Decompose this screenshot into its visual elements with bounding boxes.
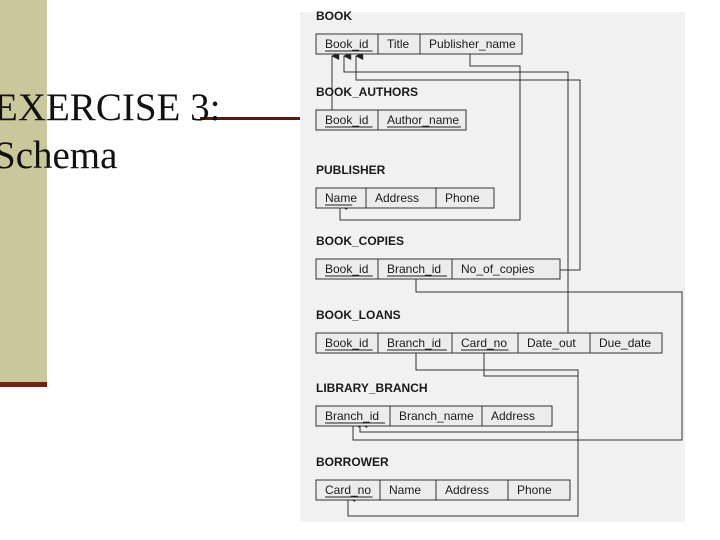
- slide-title-line-2: Schema: [0, 134, 118, 177]
- attribute-branch-id: Branch_id: [387, 336, 441, 350]
- relation-borrower: BORROWER Card_no Name Address Phone: [315, 455, 571, 501]
- attribute-cell: [507, 479, 571, 501]
- attribute-phone: Phone: [517, 483, 552, 497]
- attribute-author-name: Author_name: [387, 113, 459, 127]
- attribute-title: Title: [387, 37, 410, 51]
- relation-book: BOOK Book_id Title Publisher_name: [315, 9, 523, 55]
- attribute-cell: [589, 332, 663, 354]
- attribute-due-date: Due_date: [599, 336, 651, 350]
- title-rule: [200, 117, 300, 120]
- attribute-book-id: Book_id: [325, 37, 368, 51]
- attribute-address: Address: [445, 483, 489, 497]
- attribute-address: Address: [491, 409, 535, 423]
- sidebar-rule: [0, 382, 47, 387]
- attribute-cell: [377, 109, 467, 131]
- attribute-branch-name: Branch_name: [399, 409, 474, 423]
- attribute-no-of-copies: No_of_copies: [461, 262, 534, 276]
- sidebar-accent: [0, 0, 47, 386]
- attribute-name: Name: [389, 483, 421, 497]
- relation-name: BOOK: [316, 9, 352, 23]
- relation-name: BORROWER: [316, 455, 389, 469]
- ref-book-loans-to-borrower: [347, 353, 579, 517]
- relation-publisher: PUBLISHER Name Address Phone: [315, 163, 495, 209]
- attribute-address: Address: [375, 191, 419, 205]
- attribute-book-id: Book_id: [325, 336, 368, 350]
- relation-name: LIBRARY_BRANCH: [316, 381, 428, 395]
- attribute-cell: [481, 405, 553, 427]
- relation-book-copies: BOOK_COPIES Book_id Branch_id No_of_copies: [315, 234, 561, 280]
- relations: BOOK Book_id Title Publisher_nameBOOK_AUTHO…: [315, 9, 663, 501]
- attribute-book-id: Book_id: [325, 262, 368, 276]
- relation-name: PUBLISHER: [316, 163, 386, 177]
- attribute-book-id: Book_id: [325, 113, 368, 127]
- relation-name: BOOK_COPIES: [316, 234, 404, 248]
- slide-title-line-1: EXERCISE 3:: [0, 86, 221, 129]
- ref-book-to-publisher: [339, 54, 521, 221]
- attribute-name: Name: [325, 191, 357, 205]
- attribute-phone: Phone: [445, 191, 480, 205]
- relation-name: BOOK_LOANS: [316, 308, 401, 322]
- attribute-branch-id: Branch_id: [387, 262, 441, 276]
- attribute-cell: [419, 33, 523, 55]
- attribute-cell: [435, 187, 495, 209]
- attribute-branch-id: Branch_id: [325, 409, 379, 423]
- relation-book-loans: BOOK_LOANS Book_id Branch_id Card_no Date_ou…: [315, 308, 663, 354]
- attribute-publisher-name: Publisher_name: [429, 37, 516, 51]
- attribute-card-no: Card_no: [461, 336, 507, 350]
- attribute-cell: [451, 258, 561, 280]
- slide-title: EXERCISE 3: Schema: [0, 84, 220, 180]
- ref-book-copies-to-branch: [352, 279, 683, 441]
- relation-library-branch: LIBRARY_BRANCH Branch_id Branch_name Addres…: [315, 381, 553, 427]
- relation-name: BOOK_AUTHORS: [316, 85, 418, 99]
- attribute-date-out: Date_out: [527, 336, 576, 350]
- attribute-card-no: Card_no: [325, 483, 371, 497]
- relation-book-authors: BOOK_AUTHORS Book_id Author_name: [315, 85, 467, 131]
